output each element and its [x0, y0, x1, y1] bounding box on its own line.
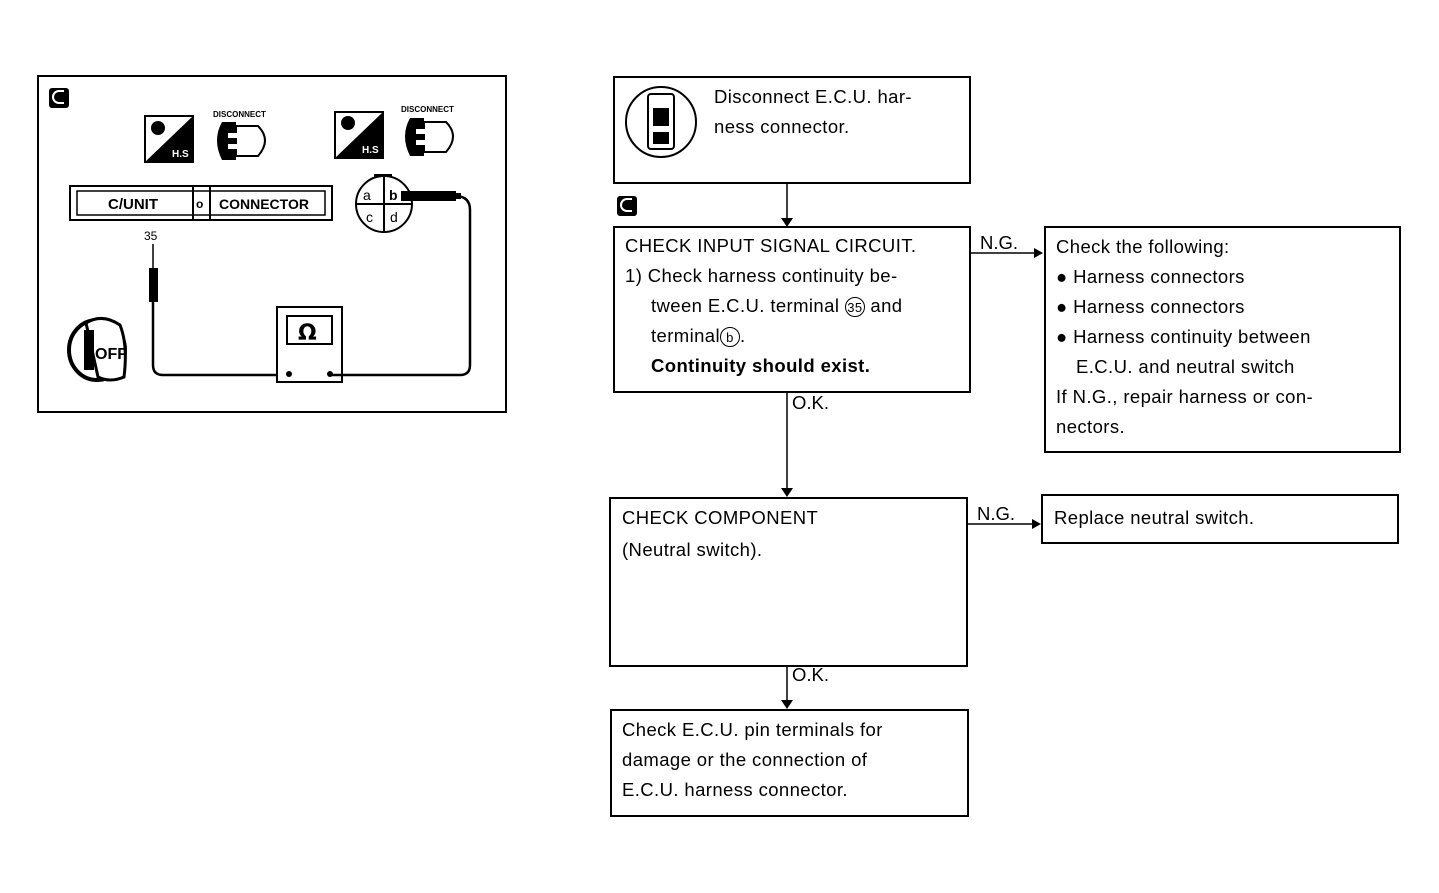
- ignition-icon: [144, 115, 194, 163]
- ng1-line6: If N.G., repair harness or con-: [1056, 386, 1314, 407]
- step1-line2: ness connector.: [714, 116, 850, 137]
- flow-connectors: [786, 184, 1036, 702]
- hs-label-1: H.S: [172, 149, 189, 160]
- step2-line1: 1) Check harness continuity be-: [625, 265, 898, 286]
- ng-label-2: N.G.: [977, 503, 1016, 524]
- step2-line2: tween E.C.U. terminal 35 and: [651, 291, 903, 321]
- pin-a: a: [363, 187, 371, 203]
- key-off-label: OFF: [95, 346, 127, 363]
- step-check-input-box: [613, 226, 971, 393]
- disconnect-label-2: DISCONNECT: [401, 105, 454, 114]
- connector-label: CONNECTOR: [219, 196, 309, 212]
- control-unit-connector: [69, 185, 333, 221]
- step-check-component-box: [609, 497, 968, 667]
- hs-label-2: H.S: [362, 145, 379, 156]
- figure-c-badge: [49, 88, 69, 108]
- step3-line2: (Neutral switch).: [622, 539, 763, 560]
- ng-box-check-following: [1044, 226, 1401, 453]
- ng1-line2: ● Harness connectors: [1056, 266, 1245, 287]
- unit-label: C/UNIT: [108, 196, 158, 213]
- ok-label-1: O.K.: [792, 392, 830, 413]
- flow-c-badge: [617, 196, 637, 216]
- step2-line3-pre: terminal: [651, 325, 720, 346]
- ignition-icon-2: [334, 111, 384, 159]
- step2-line3-post: .: [740, 325, 746, 346]
- pin-d: d: [390, 209, 398, 225]
- center-mark: o: [196, 197, 203, 211]
- terminal-b-mark: b: [720, 327, 740, 348]
- step2-line2-pre: tween E.C.U. terminal: [651, 295, 840, 316]
- terminal-35-mark: 35: [844, 297, 865, 318]
- ng1-line3: ● Harness connectors: [1056, 296, 1245, 317]
- step2-title: CHECK INPUT SIGNAL CIRCUIT.: [625, 235, 917, 256]
- ohm-symbol: Ω: [298, 321, 317, 346]
- step4-line1: Check E.C.U. pin terminals for: [622, 719, 883, 740]
- pin-b: b: [389, 187, 398, 203]
- disconnect-icon-2: [405, 118, 454, 156]
- step3-line1: CHECK COMPONENT: [622, 507, 819, 528]
- step4-line2: damage or the connection of: [622, 749, 868, 770]
- disconnect-icon: [217, 122, 266, 160]
- ng-label-1: N.G.: [980, 232, 1019, 253]
- ng-box-replace-switch: [1041, 494, 1399, 544]
- step2-line4: Continuity should exist.: [651, 355, 871, 376]
- ok-label-2: O.K.: [792, 664, 830, 685]
- ng1-line5: E.C.U. and neutral switch: [1076, 356, 1295, 377]
- ng1-line4: ● Harness continuity between: [1056, 326, 1311, 347]
- disconnect-label-1: DISCONNECT: [213, 110, 266, 119]
- step2-line2-post: and: [870, 295, 903, 316]
- ng1-line7: nectors.: [1056, 416, 1126, 437]
- terminal-35-label: 35: [144, 229, 158, 243]
- pin-c: c: [366, 209, 373, 225]
- step1-line1: Disconnect E.C.U. har-: [714, 86, 912, 107]
- ng2-line1: Replace neutral switch.: [1054, 507, 1255, 528]
- ng1-line1: Check the following:: [1056, 236, 1230, 257]
- probe-left: [149, 268, 158, 302]
- ignition-key-off-icon: [67, 317, 127, 382]
- flow-arrowheads: [781, 218, 1043, 709]
- switch-connector-icon: [355, 174, 461, 233]
- step-check-ecu-box: [610, 709, 969, 817]
- step4-line3: E.C.U. harness connector.: [622, 779, 848, 800]
- ohmmeter-icon: [276, 306, 343, 383]
